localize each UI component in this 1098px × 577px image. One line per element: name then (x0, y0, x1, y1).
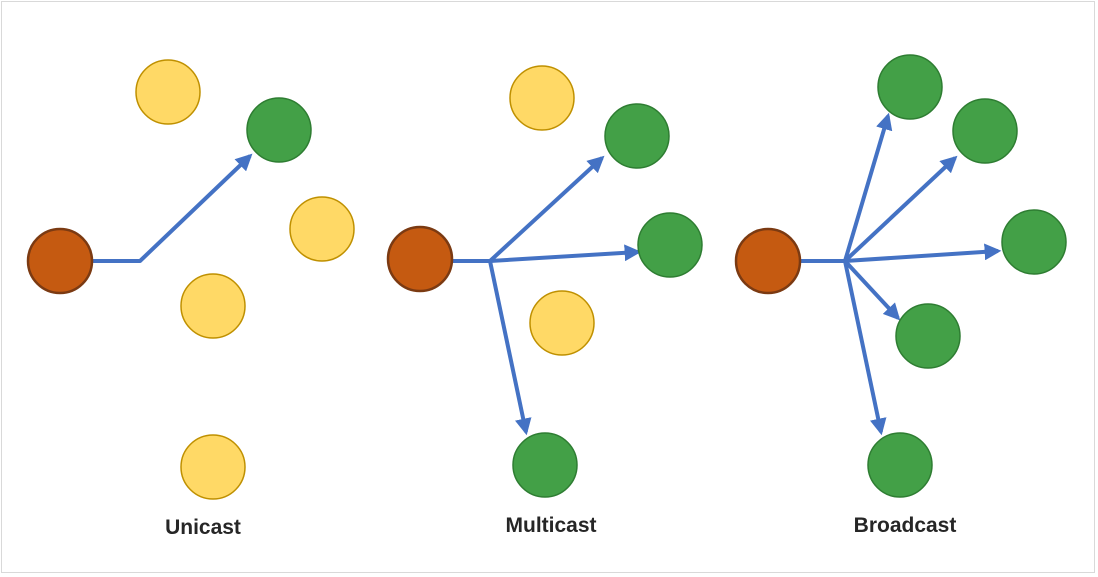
receiver-node (246, 97, 312, 163)
multicast-arrow (488, 155, 605, 263)
broadcast-arrow (843, 155, 958, 263)
receiver-node (604, 103, 670, 169)
idle-node (529, 290, 595, 356)
broadcast-arrow (843, 259, 901, 321)
idle-node (289, 196, 355, 262)
multicast-label: Multicast (505, 514, 597, 537)
receiver-node (952, 98, 1018, 164)
panel-multicast (386, 65, 703, 498)
panel-broadcast (734, 54, 1067, 498)
unicast-arrow (92, 153, 253, 263)
receiver-node (637, 212, 703, 278)
broadcast-arrow (843, 260, 887, 436)
unicast-label: Unicast (165, 516, 241, 539)
broadcast-label: Broadcast (853, 514, 957, 537)
source-node (386, 225, 454, 293)
receiver-node (1001, 209, 1067, 275)
receiver-node (867, 432, 933, 498)
panel-unicast (26, 59, 355, 500)
broadcast-arrow (844, 243, 1002, 263)
source-node (26, 227, 94, 295)
multicast-arrow (488, 260, 532, 436)
multicast-arrow (489, 244, 642, 263)
broadcast-arrow (843, 112, 893, 262)
idle-node (509, 65, 575, 131)
idle-node (135, 59, 201, 125)
idle-node (180, 434, 246, 500)
idle-node (180, 273, 246, 339)
receiver-node (512, 432, 578, 498)
source-node (734, 227, 802, 295)
receiver-node (895, 303, 961, 369)
receiver-node (877, 54, 943, 120)
